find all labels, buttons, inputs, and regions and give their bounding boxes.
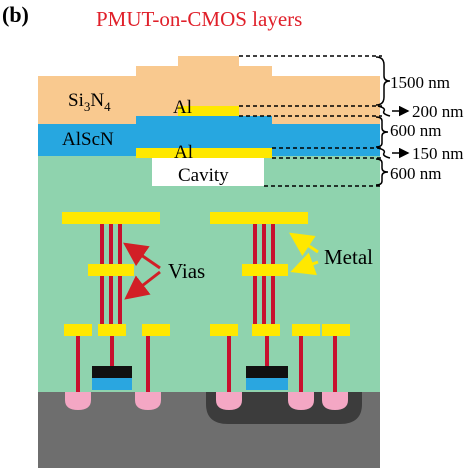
gate-right (246, 366, 288, 378)
metal-pad (64, 324, 92, 336)
si3n4-label: Si3N4 (68, 90, 111, 114)
metal-pads (62, 212, 350, 336)
metal-pad (292, 324, 320, 336)
cavity-label: Cavity (178, 165, 229, 186)
dimension-guides (239, 55, 382, 187)
gate-left (92, 366, 132, 378)
metal-pad (142, 324, 170, 336)
diffusion-region (322, 392, 348, 410)
alscn-label: AlScN (62, 129, 114, 150)
diffusion-regions (65, 392, 348, 410)
alscn-layer (38, 116, 380, 156)
metal-pad (210, 212, 308, 224)
metal-pad (322, 324, 350, 336)
top-al-electrode (178, 106, 239, 116)
diagram-title: PMUT-on-CMOS layers (96, 7, 302, 31)
metal-callout-arrows (289, 232, 319, 276)
metal-pad (252, 324, 280, 336)
dim-600nm-cavity: 600 nm (390, 164, 441, 183)
diffusion-region (65, 392, 91, 410)
dimension-braces (375, 56, 391, 186)
si3n4-layer (38, 56, 380, 124)
dim-150nm: 150 nm (412, 144, 463, 163)
metal-label: Metal (324, 245, 373, 269)
diffusion-region (216, 392, 242, 410)
dim-600nm-alscn: 600 nm (390, 121, 441, 140)
metal-pad (210, 324, 238, 336)
gate-oxide-left (92, 378, 132, 390)
panel-label: (b) (2, 2, 29, 27)
metal-pad (98, 324, 126, 336)
metal-pad (242, 264, 288, 276)
diffusion-region (135, 392, 161, 410)
diffusion-region (288, 392, 314, 410)
vias-label: Vias (168, 259, 205, 283)
dim-200nm: 200 nm (412, 102, 463, 121)
metal-pad (62, 212, 160, 224)
bottom-al-electrode (136, 148, 272, 158)
al-bottom-label: Al (174, 142, 193, 163)
metal-pad (88, 264, 134, 276)
cavity (152, 158, 264, 186)
vias-callout-arrows (123, 242, 161, 300)
dim-1500nm: 1500 nm (390, 73, 450, 92)
gate-oxide-right (246, 378, 288, 390)
al-top-label: Al (173, 97, 192, 118)
